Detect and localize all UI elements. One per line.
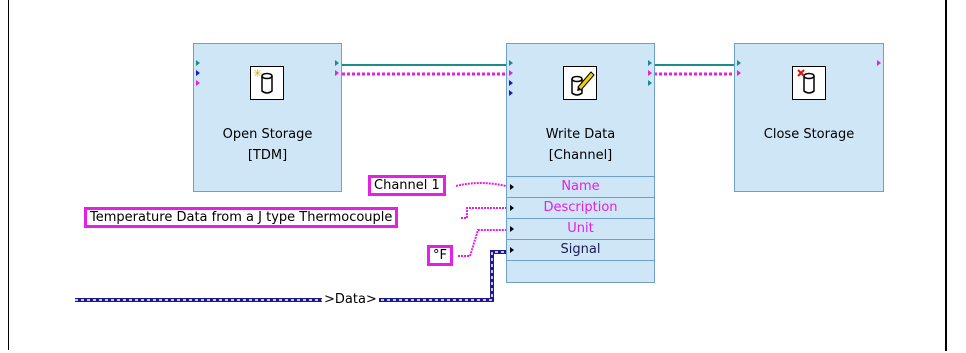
close-storage-icon — [792, 66, 826, 100]
close-storage-title: Close Storage — [763, 127, 855, 142]
input-label-name: Name — [561, 179, 600, 194]
input-label-unit: Unit — [567, 221, 594, 236]
close-storage-output-terminal — [877, 60, 881, 66]
open-storage-input-terminal — [196, 60, 200, 66]
write-data-subtitle: [Channel] — [548, 148, 613, 163]
description-wire — [461, 207, 506, 219]
open-storage-input-terminal — [196, 80, 200, 86]
unit-constant[interactable]: °F — [427, 245, 453, 266]
open-storage-input-terminal — [196, 70, 200, 76]
open-storage-output-terminal — [335, 60, 339, 66]
write-data-output-terminal — [648, 60, 652, 66]
write-data-output-terminal — [648, 80, 652, 86]
description-text: Temperature Data from a J type Thermocou… — [90, 210, 393, 225]
open-storage-output-terminal — [335, 70, 339, 76]
close-storage-node[interactable]: Close Storage — [734, 43, 884, 192]
write-data-input-terminal — [509, 60, 513, 66]
input-label-description: Description — [543, 200, 618, 215]
write-data-node[interactable]: Write Data [Channel] Name Description Un… — [506, 43, 655, 283]
open-storage-subtitle: [TDM] — [247, 148, 288, 163]
unit-text: °F — [433, 248, 447, 263]
open-storage-node[interactable]: ✳ Open Storage [TDM] — [193, 43, 342, 192]
write-data-icon — [563, 66, 597, 100]
data-wire-label: >Data> — [322, 292, 379, 307]
diagram-frame — [8, 0, 962, 350]
channel-name-text: Channel 1 — [374, 178, 440, 193]
unit-wire — [458, 229, 506, 257]
write-data-input-terminal — [509, 90, 513, 96]
name-wire — [455, 182, 507, 187]
input-arrow-icon — [510, 247, 514, 253]
channel-name-constant[interactable]: Channel 1 — [368, 175, 446, 196]
close-storage-input-terminal — [737, 60, 741, 66]
input-arrow-icon — [510, 226, 514, 232]
write-data-input-terminal — [509, 70, 513, 76]
input-arrow-icon — [510, 205, 514, 211]
close-storage-input-terminal — [737, 70, 741, 76]
input-arrow-icon — [510, 184, 514, 190]
write-data-input-terminal — [509, 80, 513, 86]
write-data-output-terminal — [648, 70, 652, 76]
write-data-input-name[interactable]: Name — [507, 176, 654, 197]
open-storage-icon: ✳ — [250, 66, 284, 100]
svg-text:✳: ✳ — [253, 67, 262, 80]
write-data-input-unit[interactable]: Unit — [507, 218, 654, 239]
open-storage-title: Open Storage — [222, 127, 313, 142]
diagram-frame-right — [945, 0, 947, 351]
write-data-input-signal[interactable]: Signal — [507, 239, 654, 261]
input-label-signal: Signal — [560, 242, 601, 257]
description-constant[interactable]: Temperature Data from a J type Thermocou… — [84, 207, 399, 228]
write-data-input-description[interactable]: Description — [507, 197, 654, 218]
write-data-title: Write Data — [545, 127, 616, 142]
